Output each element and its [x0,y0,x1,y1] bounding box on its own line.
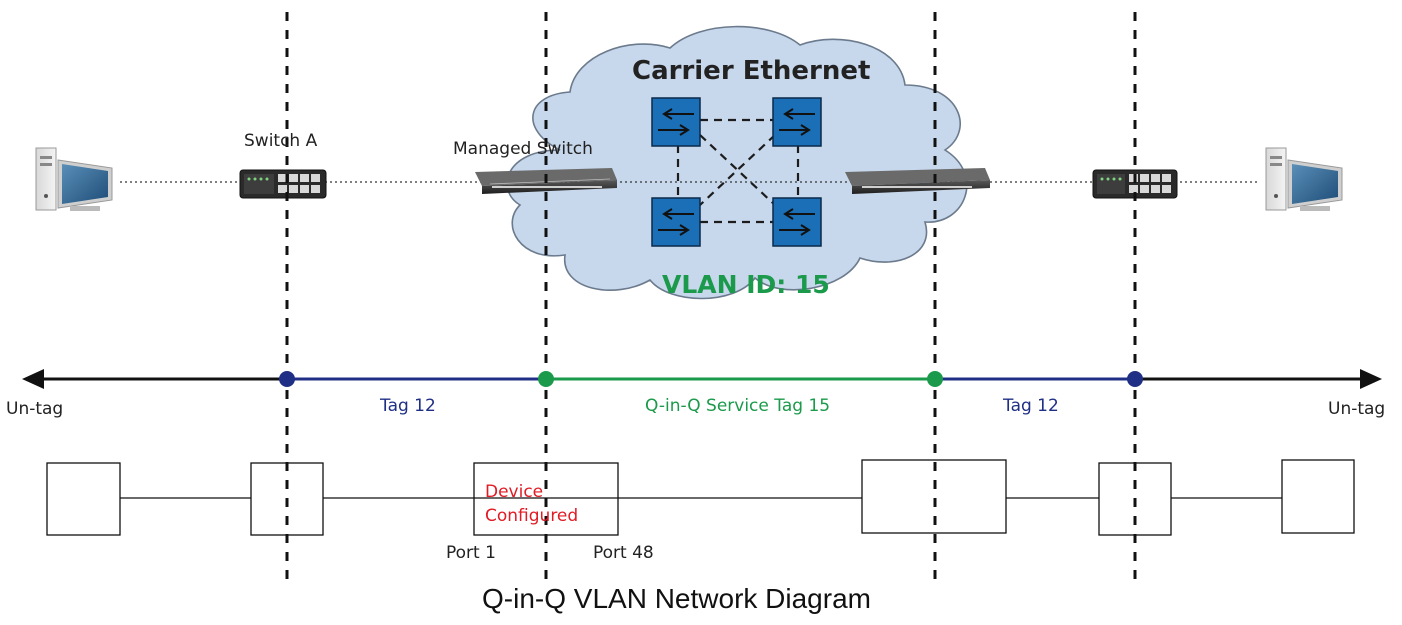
managed-switch-label: Managed Switch [453,139,593,159]
cloud-title: Carrier Ethernet [632,56,871,86]
tag-node [1127,371,1143,387]
tag-node [279,371,295,387]
service-tag-label: Q-in-Q Service Tag 15 [645,396,831,416]
switch-a-icon [239,169,327,199]
boundary-lines [285,12,1137,588]
left-arrow-icon [22,369,44,389]
carrier-switch-icon [772,197,822,247]
right-tag-label: Tag 12 [1003,396,1059,416]
switch-a-label: Switch A [244,131,318,151]
port-48-label: Port 48 [593,543,654,563]
device-configured-line2: Configured [485,506,579,526]
service-tag-node [538,371,554,387]
left-pc-icon [35,147,113,211]
left-tag-label: Tag 12 [380,396,436,416]
carrier-ethernet-cloud [506,25,968,300]
service-tag-node [927,371,943,387]
left-untag-label: Un-tag [6,399,64,419]
port-1-label: Port 1 [446,543,496,563]
carrier-switch-icon [772,97,822,147]
managed-switch-icon [475,168,617,194]
mesh-links [676,118,800,224]
carrier-switch-icon [651,197,701,247]
device-configured-label: Device Configured [485,480,578,528]
right-managed-switch-icon [845,168,990,194]
right-pc-icon [1265,147,1343,211]
right-arrow-icon [1360,369,1382,389]
carrier-switch-icon [651,97,701,147]
device-boxes [46,459,1355,536]
diagram-caption: Q-in-Q VLAN Network Diagram [482,583,871,614]
right-untag-label: Un-tag [1328,399,1386,419]
device-configured-line1: Device [485,482,544,502]
tag-line [22,369,1382,389]
vlan-id-label: VLAN ID: 15 [662,270,830,299]
